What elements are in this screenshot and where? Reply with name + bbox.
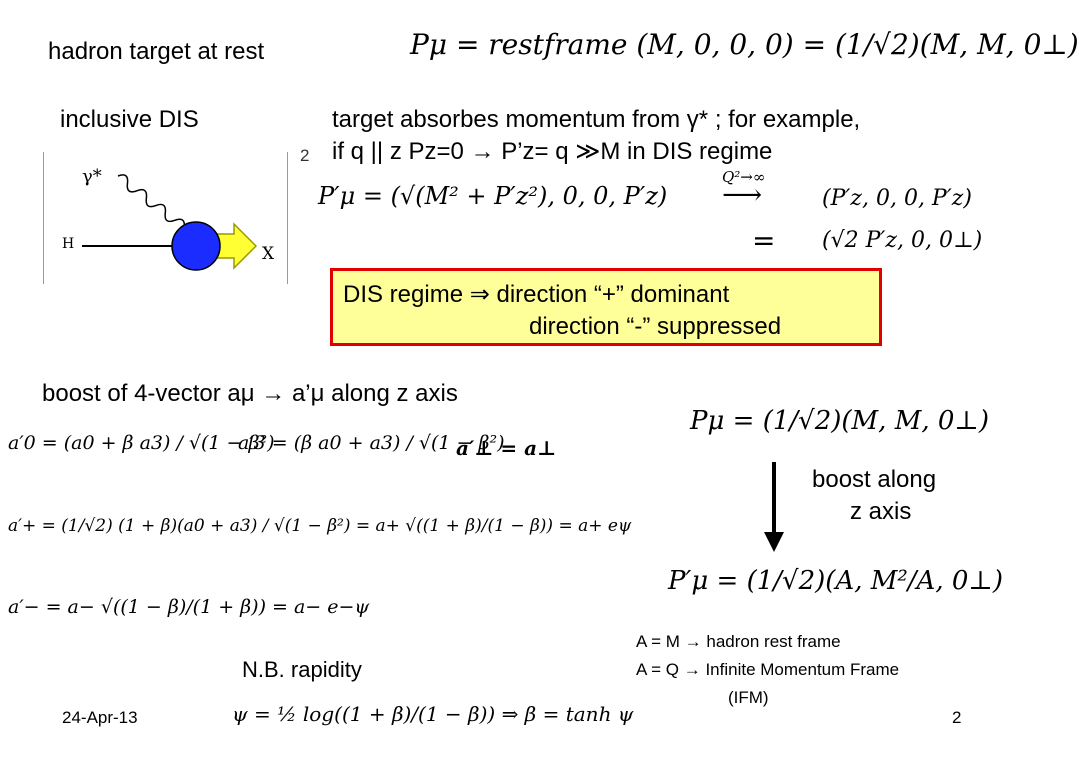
a0-formula: a′0 = (a0 + β a3) / √(1 − β²) <box>8 432 275 454</box>
x-label: X <box>262 244 275 264</box>
limit-arrow: ⟶ <box>722 178 763 211</box>
absorbs-line-2: if q || z Pz=0 → P’z= q ≫M in DIS regime <box>332 138 773 165</box>
interaction-blob <box>171 221 221 271</box>
aplus-formula: a′+ = (1/√2) (1 + β)(a0 + a3) / √(1 − β²… <box>8 516 632 536</box>
limit-rhs: (P′z, 0, 0, P′z) <box>822 186 972 211</box>
approx-rhs: (√2 P′z, 0, 0⊥) <box>822 228 983 253</box>
boost-along-2: z axis <box>850 498 912 525</box>
slide: hadron target at rest Pμ = restframe (M,… <box>8 28 1079 727</box>
rapidity-formula: ψ = ½ log((1 + β)/(1 − β)) ⇒ β = tanh ψ <box>232 702 634 726</box>
aminus-formula: a′− = a− √((1 − β)/(1 + β)) = a− e−ψ <box>8 596 370 618</box>
a-eq-q: A = Q → Infinite Momentum Frame <box>636 660 900 679</box>
p-prime-mu-formula: P′μ = (1/√2)(A, M²/A, 0⊥) <box>668 566 1004 596</box>
approx-equals: = <box>752 224 776 257</box>
side-number: 2 <box>300 146 310 165</box>
ifm-label: (IFM) <box>728 688 769 707</box>
hadron-target-label: hadron target at rest <box>48 38 265 65</box>
diagram-left-bar <box>43 152 44 284</box>
absorbs-line-1: target absorbes momentum from γ* ; for e… <box>332 106 861 133</box>
p-prime-formula: P′μ = (√(M² + P′z²), 0, 0, P′z) <box>318 182 668 210</box>
a-eq-m: A = M → hadron rest frame <box>636 632 841 651</box>
photon-line <box>117 174 194 237</box>
aperp-formula: a′⊥ = a⊥ <box>456 436 557 460</box>
footer-date: 24-Apr-13 <box>62 708 138 727</box>
limit-label: Q²→∞ <box>722 168 766 186</box>
boost-along-1: boost along <box>812 466 937 493</box>
gamma-label: γ* <box>82 166 102 187</box>
dis-diagram <box>82 174 258 271</box>
boost-arrow-icon <box>764 462 784 552</box>
rest-frame-formula: Pμ = restframe (M, 0, 0, 0) = (1/√2)(M, … <box>410 28 1079 61</box>
p-mu-formula: Pμ = (1/√2)(M, M, 0⊥) <box>690 406 989 436</box>
page-number: 2 <box>952 708 962 727</box>
inclusive-dis-label: inclusive DIS <box>60 106 199 133</box>
dis-box-line-1: DIS regime ⇒ direction “+” dominant <box>343 281 730 308</box>
a3-formula: a′3 = (β a0 + a3) / √(1 − β²) <box>238 432 505 454</box>
dis-regime-box: DIS regime ⇒ direction “+” dominant dire… <box>330 268 882 346</box>
dis-box-line-2: direction “-” suppressed <box>529 313 782 340</box>
boost-title: boost of 4-vector aμ → a’μ along z axis <box>42 380 458 407</box>
h-label: H <box>62 236 75 252</box>
nb-rapidity: N.B. rapidity <box>242 657 362 682</box>
diagram-right-bar <box>287 152 288 284</box>
